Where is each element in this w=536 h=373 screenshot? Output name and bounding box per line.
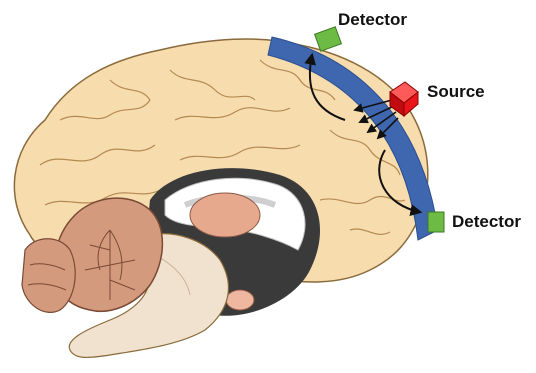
detector-top-label: Detector (338, 10, 407, 29)
detector-top-icon (315, 27, 342, 51)
detector-right-icon (428, 212, 444, 232)
detector-right-label: Detector (452, 212, 521, 231)
source-label: Source (427, 82, 485, 101)
